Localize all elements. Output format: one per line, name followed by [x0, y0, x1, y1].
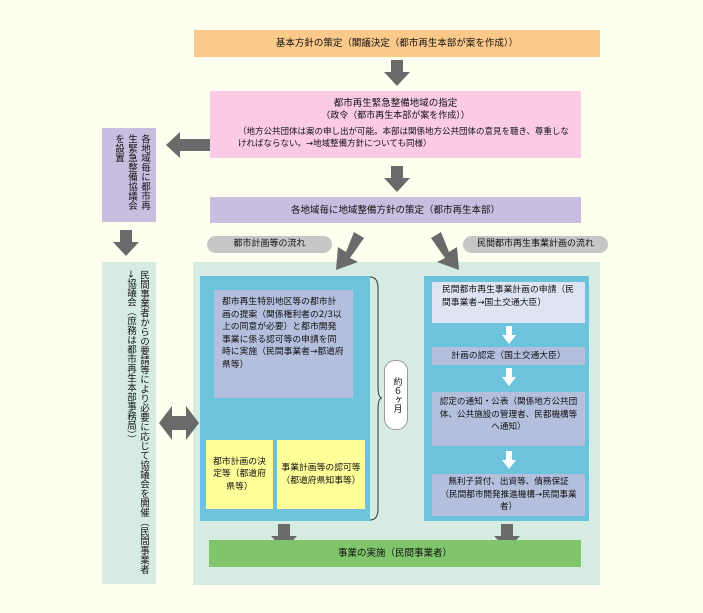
arrow-down-1: [384, 60, 410, 86]
city-plan-flow-label: 都市計画等の流れ: [207, 236, 332, 253]
implementation-box: 事業の実施（民間事業者）: [209, 540, 581, 567]
double-arrow: [159, 406, 199, 440]
arrow-diagonal-private: [423, 232, 463, 272]
arrow-down-left: [113, 230, 139, 256]
period-label: 約６ヶ月: [391, 377, 402, 413]
arrow-left-council: [166, 132, 210, 158]
arrow-diagonal-city: [332, 232, 372, 272]
arrow-down-2: [384, 166, 410, 192]
city-plan-decision-box: 都市計画の決定等（都道府県等）: [206, 440, 273, 509]
council-setup-box: 各地域毎に都市再生緊急整備協議会を設置: [102, 128, 156, 222]
business-approval-box: 事業計画等の認可等（都道府県知事等）: [277, 440, 365, 509]
council-detail-box: 民間事業者からの要請等により必要に応じて協議会を開催（民間事業者→協議会（庶務は…: [102, 262, 156, 584]
arrow-down-p2: [502, 368, 516, 386]
private-certification-box: 計画の認定（国土交通大臣）: [432, 347, 585, 365]
emergency-area-box: 都市再生緊急整備地域の指定 （政令（都市再生本部が案を作成）） （地方公共団体は…: [210, 91, 581, 158]
private-application-box: 民間都市再生事業計画の申請（民間事業者→国土交通大臣）: [432, 282, 585, 323]
arrow-down-p1: [502, 326, 516, 344]
arrow-down-p3: [502, 451, 516, 469]
period-brace: [368, 276, 382, 521]
period-box: 約６ヶ月: [384, 360, 408, 430]
emergency-area-sub: （政令（都市再生本部が案を作成））: [321, 111, 470, 121]
private-notification-box: 認定の通知・公表（関係地方公共団体、公共施設の管理者、民都機構等へ通知）: [432, 392, 585, 446]
private-flow-label: 民間都市再生事業計画の流れ: [463, 236, 608, 253]
private-support-box: 無利子貸付、出資等、債務保証（民間都市開発推進機構→民間事業者）: [432, 474, 585, 516]
arrow-down-private-impl: [494, 524, 520, 550]
city-plan-proposal-box: 都市再生特別地区等の都市計画の提案（関係権利者の2/3以上の同意が必要）と都市開…: [214, 290, 353, 398]
emergency-area-title: 都市再生緊急整備地域の指定: [333, 98, 458, 109]
regional-plan-box: 各地域毎に地域整備方針の策定（都市再生本部）: [210, 197, 581, 223]
arrow-down-city-impl: [271, 524, 297, 550]
emergency-area-note: （地方公共団体は案の申し出が可能。本部は関係地方公共団体の意見を聴き、尊重しなけ…: [238, 127, 569, 149]
basic-policy-box: 基本方針の策定（閣議決定（都市再生本部が案を作成））: [194, 30, 600, 57]
